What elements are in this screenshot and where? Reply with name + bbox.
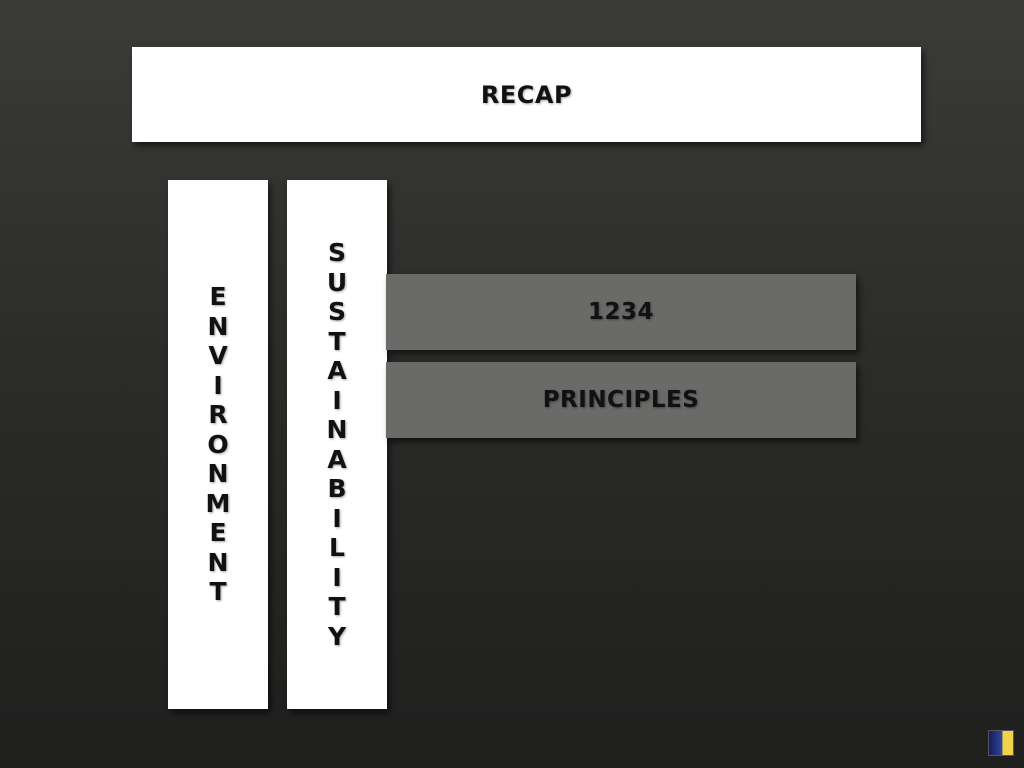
letter: E [209, 282, 227, 312]
logo-icon [988, 730, 1014, 756]
letter: I [213, 370, 223, 400]
letter: S [327, 238, 346, 267]
bar-principles-label: PRINCIPLES [542, 387, 700, 413]
bar-1234: 1234 [386, 274, 856, 350]
letter: L [329, 533, 345, 562]
letter: V [208, 341, 228, 371]
letter: I [332, 562, 342, 592]
bar-principles: PRINCIPLES [386, 362, 856, 438]
letter: T [209, 577, 227, 607]
letter: M [205, 488, 231, 518]
letter: N [326, 415, 348, 444]
letter: I [332, 385, 342, 415]
letter: R [208, 400, 228, 430]
letter: B [327, 474, 347, 503]
title-box: RECAP [132, 47, 921, 142]
letter: T [328, 592, 346, 621]
letter: S [327, 297, 346, 326]
letter: T [328, 326, 346, 356]
slide-title: RECAP [480, 80, 573, 109]
letter: O [207, 429, 229, 459]
letter: E [209, 518, 227, 548]
letter: N [207, 547, 229, 577]
letter: I [332, 503, 342, 533]
letter: Y [327, 621, 347, 651]
letter: A [327, 356, 347, 385]
letter: N [207, 311, 229, 341]
letter: A [327, 444, 347, 474]
letter: N [207, 459, 229, 489]
bar-1234-label: 1234 [587, 299, 654, 325]
letter: U [326, 267, 348, 297]
